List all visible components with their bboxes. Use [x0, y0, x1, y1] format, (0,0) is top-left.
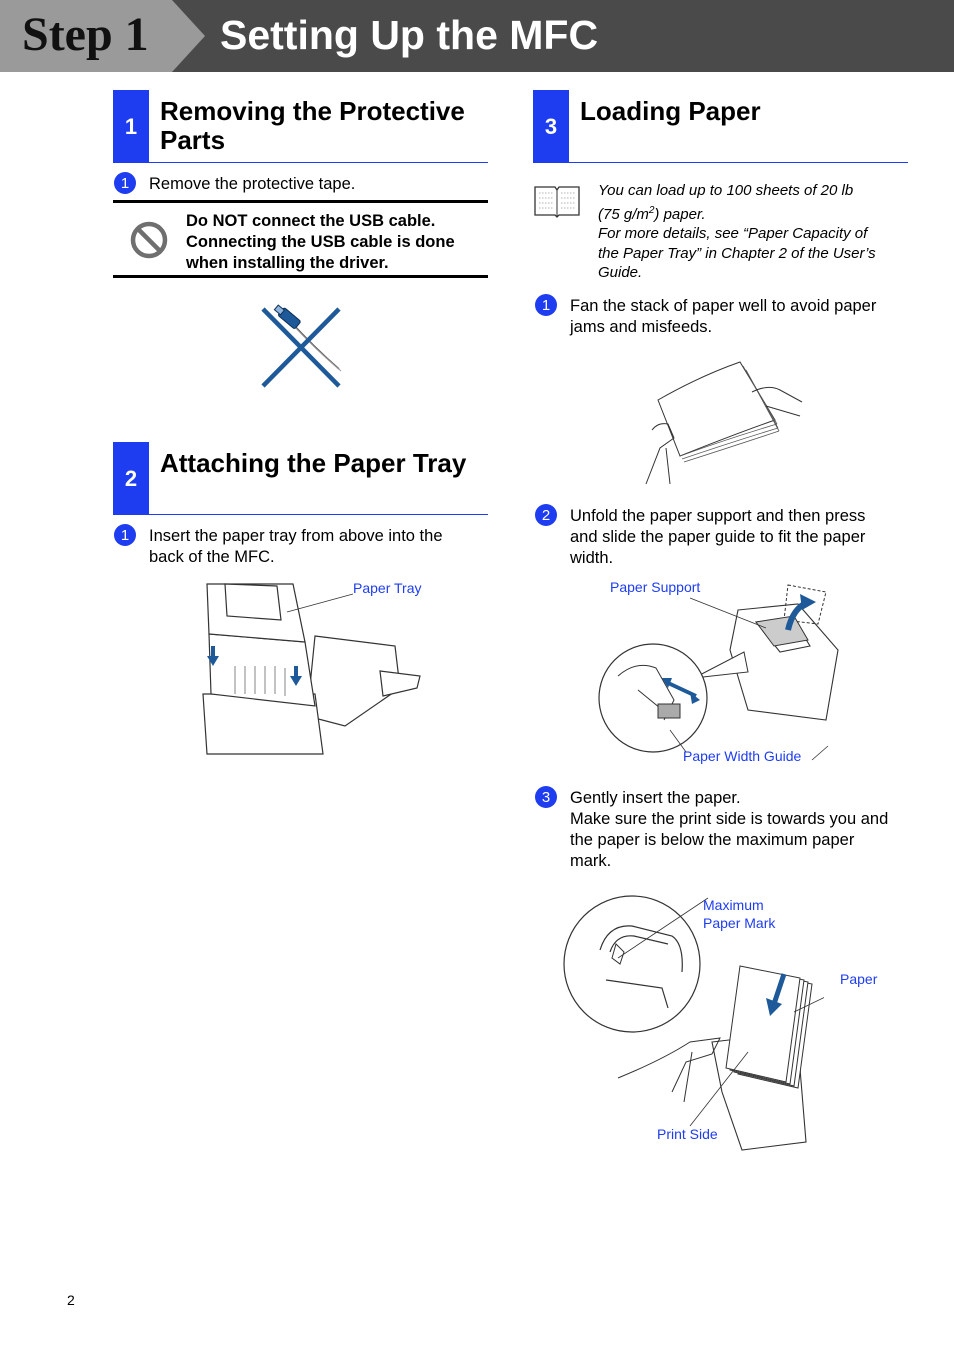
section-number-1: 1 — [113, 90, 149, 163]
step-bullet: 1 — [114, 172, 136, 194]
section-rule — [113, 162, 488, 163]
warning-text: Do NOT connect the USB cable. Connecting… — [186, 212, 455, 272]
section-title-attaching-tray: Attaching the Paper Tray — [160, 448, 467, 478]
fanned-paper-illustration — [645, 361, 803, 485]
callout-print-side: Print Side — [657, 1126, 718, 1142]
callout-paper: Paper — [840, 971, 878, 987]
step-bullet: 2 — [535, 504, 557, 526]
section-number-2: 2 — [113, 442, 149, 515]
callout-paper-support: Paper Support — [610, 579, 701, 595]
callout-paper-tray: Paper Tray — [353, 580, 422, 596]
note-text: You can load up to 100 sheets of 20 lb (… — [598, 182, 876, 281]
step-label: Step 1 — [22, 8, 149, 61]
section-rule — [113, 514, 488, 515]
section-title-loading-paper: Loading Paper — [580, 96, 761, 126]
section-title-removing-parts: Removing the Protective Parts — [160, 96, 465, 155]
step-text: Fan the stack of paper well to avoid pap… — [570, 297, 877, 336]
page-number: 2 — [67, 1292, 75, 1308]
mfc-paper-tray-illustration — [202, 583, 421, 755]
paper-support-illustration — [598, 584, 839, 761]
step-bullet: 1 — [535, 294, 557, 316]
prohibited-icon — [130, 221, 168, 259]
section-number-3: 3 — [533, 90, 569, 163]
step-text: Insert the paper tray from above into th… — [149, 527, 443, 566]
usb-cable-crossed-icon — [261, 304, 342, 388]
step-text: Unfold the paper support and then press … — [570, 507, 866, 567]
step-tab — [0, 0, 205, 72]
step-bullet: 1 — [114, 524, 136, 546]
callout-maximum-paper-mark: Maximum Paper Mark — [703, 897, 776, 931]
insert-paper-illustration — [563, 895, 824, 1151]
step-text: Gently insert the paper. Make sure the p… — [570, 789, 889, 870]
step-text: Remove the protective tape. — [149, 175, 356, 193]
book-icon — [534, 186, 580, 218]
page-title: Setting Up the MFC — [220, 12, 599, 58]
warning-top-rule — [113, 200, 488, 203]
warning-bottom-rule — [113, 275, 488, 278]
section-rule — [533, 162, 908, 163]
callout-paper-width-guide: Paper Width Guide — [683, 748, 802, 764]
step-bullet: 3 — [535, 786, 557, 808]
